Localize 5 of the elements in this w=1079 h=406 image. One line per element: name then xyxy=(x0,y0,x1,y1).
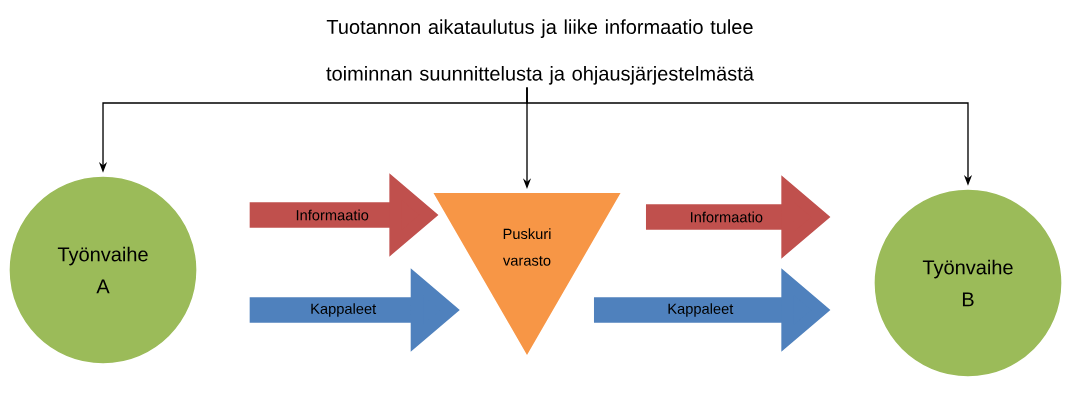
heading-text: Tuotannon aikataulutus ja liike informaatio tulee toiminnan suunnittelusta ja ohjausjärjestelmästä xyxy=(326,19,754,85)
edge-label: Informaatio xyxy=(296,209,369,221)
edge-label: Kappaleet xyxy=(668,303,734,317)
edge-label: Informaatio xyxy=(691,211,763,223)
edge-label: Kappaleet xyxy=(311,303,377,317)
